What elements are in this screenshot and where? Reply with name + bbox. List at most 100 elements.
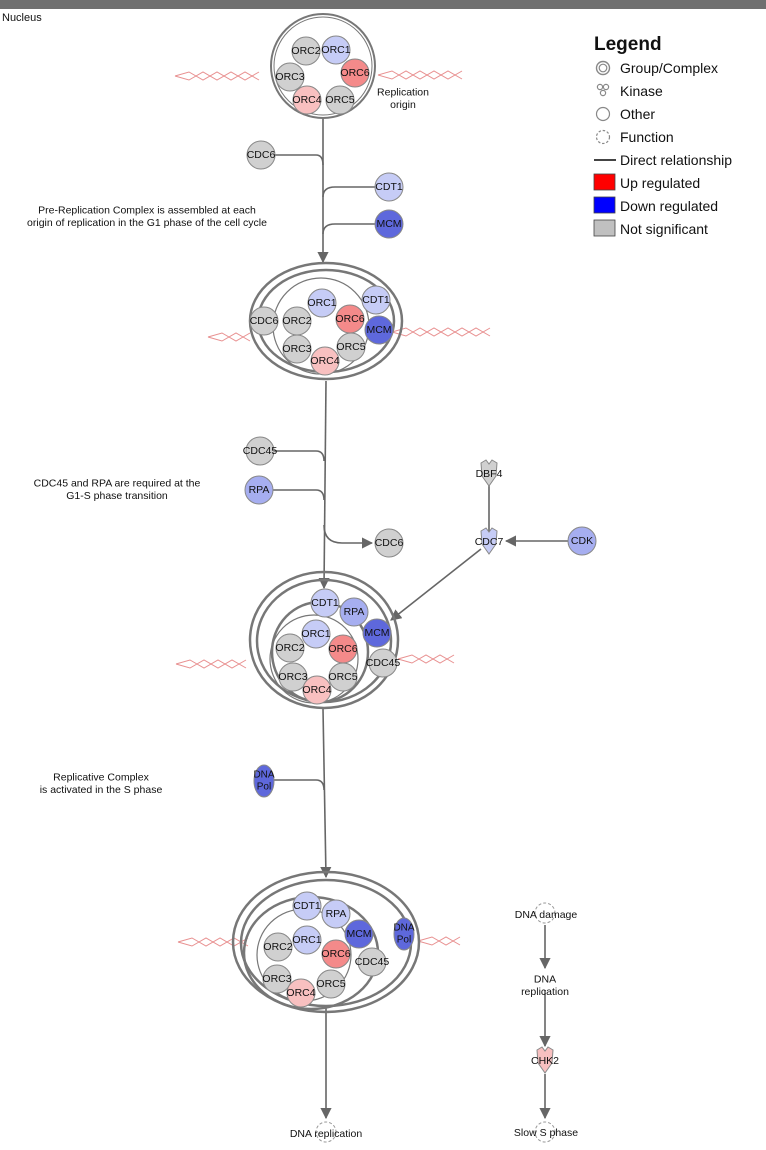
kinase-cdc7-label: CDC7 <box>475 536 504 548</box>
c2-orc5-shape <box>336 332 366 362</box>
note-pre-replication: Pre-Replication Complex is assembled at … <box>27 204 267 229</box>
c3-orc2-shape <box>275 633 305 663</box>
c2-cdc6-label: CDC6 <box>250 315 279 327</box>
node-dnapol-input-shape <box>253 764 275 798</box>
c4-orc5-shape <box>316 969 346 999</box>
c4-rpa: RPA <box>321 899 351 929</box>
legend-kinase: Kinase <box>620 83 663 99</box>
edges <box>259 118 569 1120</box>
c3-cdt1-label: CDT1 <box>311 597 339 609</box>
kinase-chk2: CHK2 <box>531 1046 559 1074</box>
node-cdc45-input-shape <box>245 436 275 466</box>
c3-orc1: ORC1 <box>301 619 331 649</box>
c3-orc5: ORC5 <box>328 662 358 692</box>
c4-orc1-label: ORC1 <box>292 934 321 946</box>
c3-rpa-label: RPA <box>344 606 365 618</box>
c4-cdt1-shape <box>292 891 322 921</box>
complex-1-outer <box>270 13 376 119</box>
legend-title: Legend <box>594 34 662 55</box>
node-cdc6-input-shape <box>246 140 276 170</box>
not-significant-swatch <box>593 219 616 237</box>
dna-right-3-strand-b <box>397 654 455 664</box>
dna-right-3-strand-a <box>397 654 455 664</box>
c2-orc1: ORC1 <box>307 288 337 318</box>
node-rpa-input-label: RPA <box>249 484 270 496</box>
c3-orc5-label: ORC5 <box>328 671 357 683</box>
c1-orc6: ORC6 <box>340 58 370 88</box>
complex-1-inner <box>273 16 373 116</box>
c2-orc4-shape <box>310 346 340 376</box>
node-cdc6-input-label: CDC6 <box>247 149 276 161</box>
c4-orc6-shape <box>321 939 351 969</box>
c4-orc3: ORC3 <box>262 964 292 994</box>
c3-orc3-label: ORC3 <box>278 671 307 683</box>
c1-orc1: ORC1 <box>321 35 351 65</box>
legend-up: Up regulated <box>620 175 701 191</box>
node-cdt1-input-label: CDT1 <box>375 181 403 193</box>
c4-orc5-label: ORC5 <box>316 978 345 990</box>
edge-cdc6-in <box>260 154 324 166</box>
dna-left-2 <box>207 332 251 342</box>
c4-orc3-label: ORC3 <box>262 973 291 985</box>
c3-rpa-shape <box>339 597 369 627</box>
c4-orc1: ORC1 <box>292 925 322 955</box>
legend-group: Group/Complex <box>620 60 719 76</box>
compartment-label: Nucleus <box>2 12 42 24</box>
c2-orc1-shape <box>307 288 337 318</box>
c1-orc2-shape <box>291 36 321 66</box>
c3-mcm-shape <box>362 618 392 648</box>
kinase-chk2-shape <box>536 1046 554 1074</box>
c2-orc3-shape <box>282 334 312 364</box>
dna-right-1-strand-a <box>377 70 463 80</box>
up-regulated-swatch <box>593 173 616 191</box>
dna-right-2-strand-b <box>391 327 491 337</box>
c4-rpa-label: RPA <box>326 908 347 920</box>
edge-cdc7-complex <box>390 548 482 621</box>
c2-orc6: ORC6 <box>335 304 365 334</box>
node-cdt1-input-shape <box>374 172 404 202</box>
node-cdk-label: CDK <box>571 535 593 547</box>
c2-cdc6-shape <box>249 306 279 336</box>
c4-mcm: MCM <box>344 919 374 949</box>
c3-orc3: ORC3 <box>278 662 308 692</box>
edge-rpa-in <box>259 489 325 501</box>
kinase-chk2-label: CHK2 <box>531 1055 559 1067</box>
c4-orc2-shape <box>263 932 293 962</box>
c4-cdc45: CDC45 <box>355 947 389 977</box>
c3-orc5-shape <box>328 662 358 692</box>
legend-down: Down regulated <box>620 198 719 214</box>
dna-left-1-strand-a <box>174 71 260 81</box>
c4-orc1-shape <box>292 925 322 955</box>
node-mcm-input-shape <box>374 209 404 239</box>
c1-orc1-shape <box>321 35 351 65</box>
dna-left-4-strand-b <box>177 937 249 947</box>
c4-cdt1: CDT1 <box>292 891 322 921</box>
c4-orc4-shape <box>286 978 316 1008</box>
top-bar <box>0 0 766 9</box>
c1-orc2: ORC2 <box>291 36 321 66</box>
c2-orc6-label: ORC6 <box>335 313 364 325</box>
c4-mcm-shape <box>344 919 374 949</box>
edge-cdc45-in <box>262 450 325 462</box>
dna-right-4 <box>417 936 461 946</box>
dna-strands <box>174 70 491 947</box>
c1-orc6-shape <box>340 58 370 88</box>
function-slow-s-phase: Slow S phase <box>514 1127 578 1139</box>
c4-orc5: ORC5 <box>316 969 346 999</box>
kinase-dbf4: DBF4 <box>476 459 503 487</box>
c3-rpa: RPA <box>339 597 369 627</box>
c2-orc1-label: ORC1 <box>307 297 336 309</box>
c1-orc3-label: ORC3 <box>275 71 304 83</box>
c1-orc4-shape <box>292 85 322 115</box>
dna-left-1-strand-b <box>174 71 260 81</box>
edge-cdc6-out <box>323 524 374 549</box>
legend-ns: Not significant <box>620 221 708 237</box>
